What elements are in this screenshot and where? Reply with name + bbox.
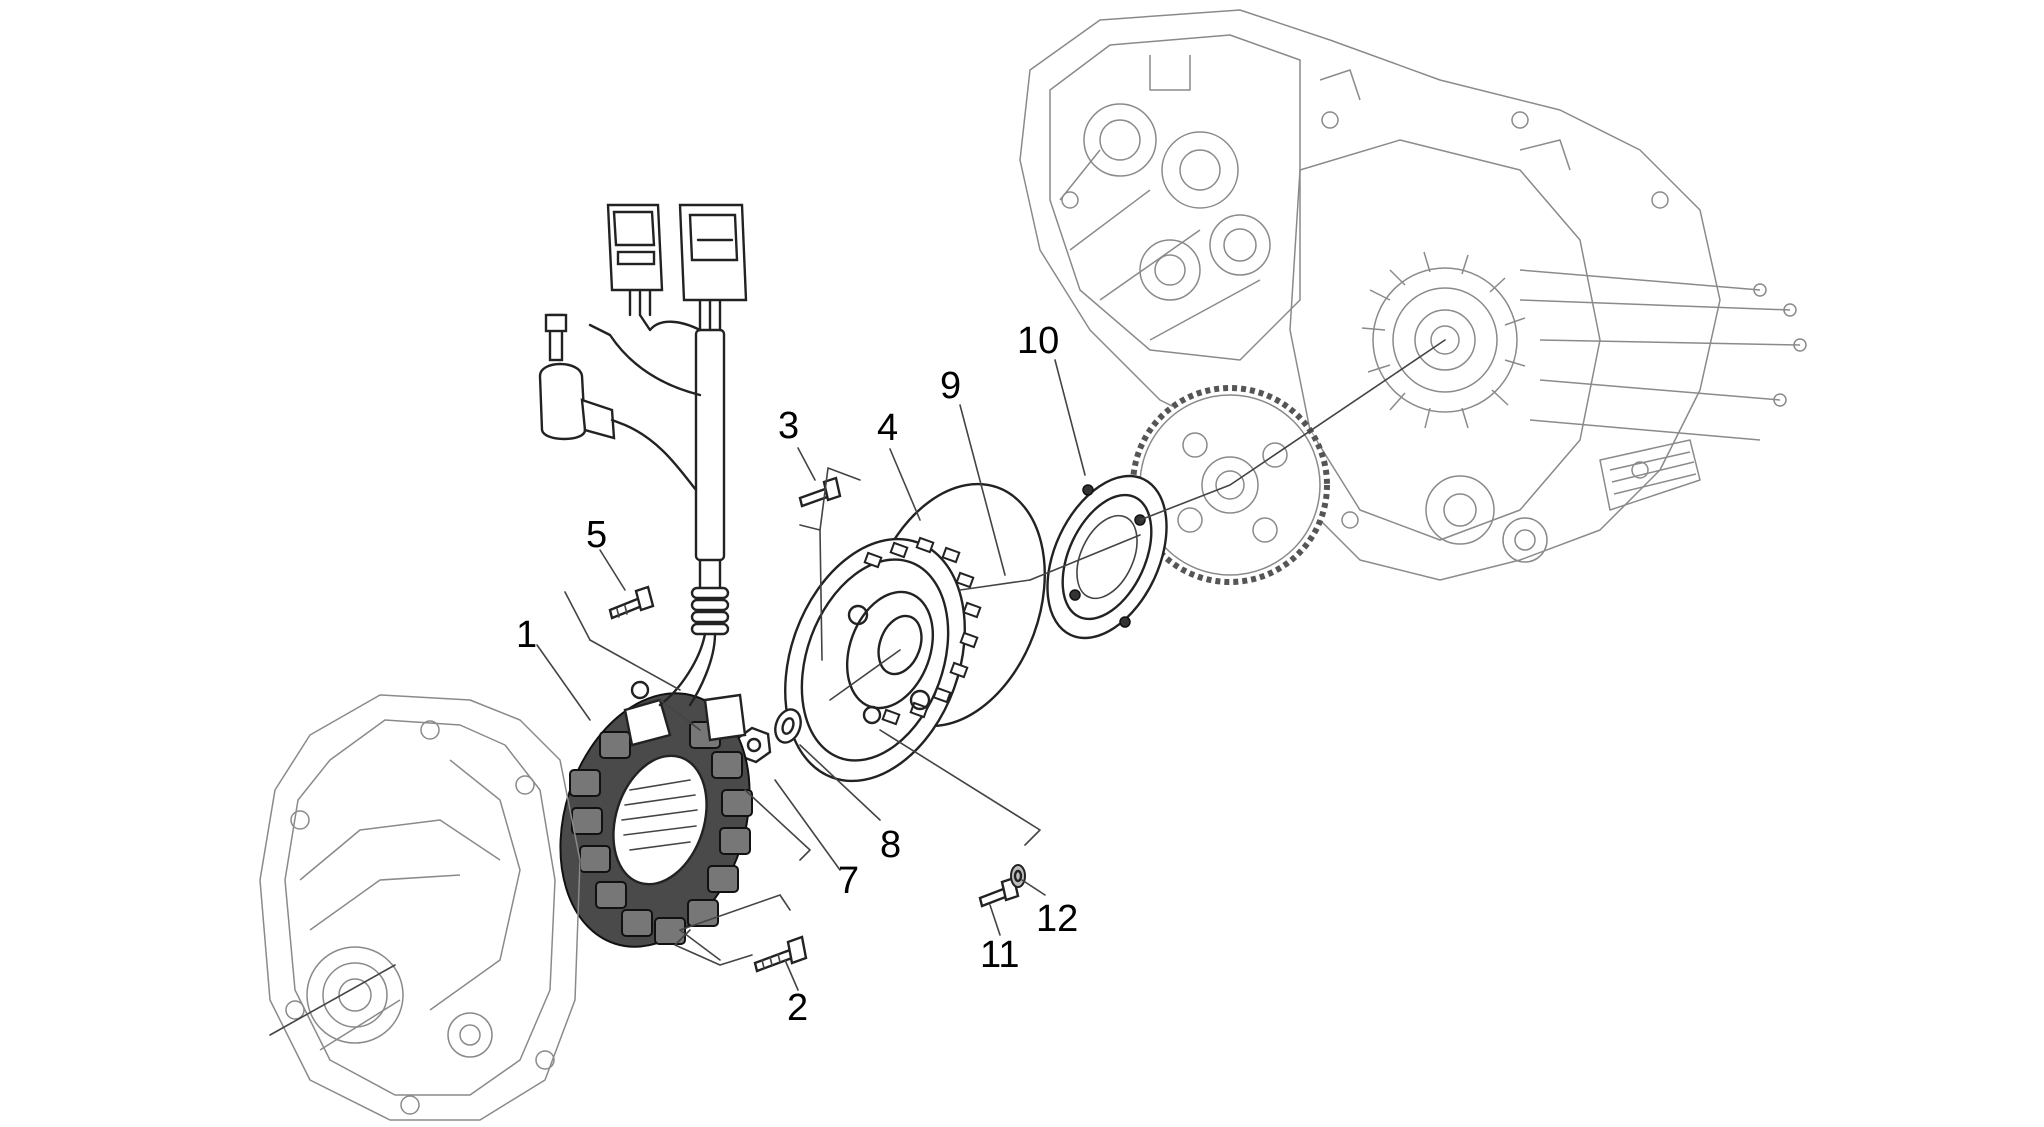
callout-8: 8 xyxy=(880,824,901,866)
callout-11: 11 xyxy=(980,934,1019,976)
stator-illustration xyxy=(559,680,753,948)
screw-2-illustration xyxy=(753,935,808,973)
callout-7: 7 xyxy=(838,860,859,902)
screw-3-illustration xyxy=(798,476,842,508)
callout-9: 9 xyxy=(940,365,961,407)
nut-illustration xyxy=(736,726,772,764)
callout-10: 10 xyxy=(1017,320,1059,362)
generator-cover-illustration xyxy=(259,694,581,1121)
callout-12: 12 xyxy=(1036,898,1078,940)
washer-illustration xyxy=(774,708,802,744)
callout-5: 5 xyxy=(586,514,607,556)
callout-leaders xyxy=(536,359,1086,991)
washer-12-illustration xyxy=(1010,864,1026,888)
callout-4: 4 xyxy=(877,407,898,449)
callout-1: 1 xyxy=(516,614,537,656)
callout-3: 3 xyxy=(778,405,799,447)
wiring-harness-illustration xyxy=(538,203,748,707)
flywheel-rotor-illustration xyxy=(784,482,1046,783)
freewheel-ring-illustration xyxy=(1046,474,1168,640)
engine-crankcase-illustration xyxy=(1019,9,1807,581)
screw-5-illustration xyxy=(608,585,655,620)
leader-lines xyxy=(269,339,1446,1036)
callout-labels: 1 2 3 4 5 7 8 9 10 11 12 xyxy=(516,320,1078,1029)
callout-2: 2 xyxy=(787,987,808,1029)
